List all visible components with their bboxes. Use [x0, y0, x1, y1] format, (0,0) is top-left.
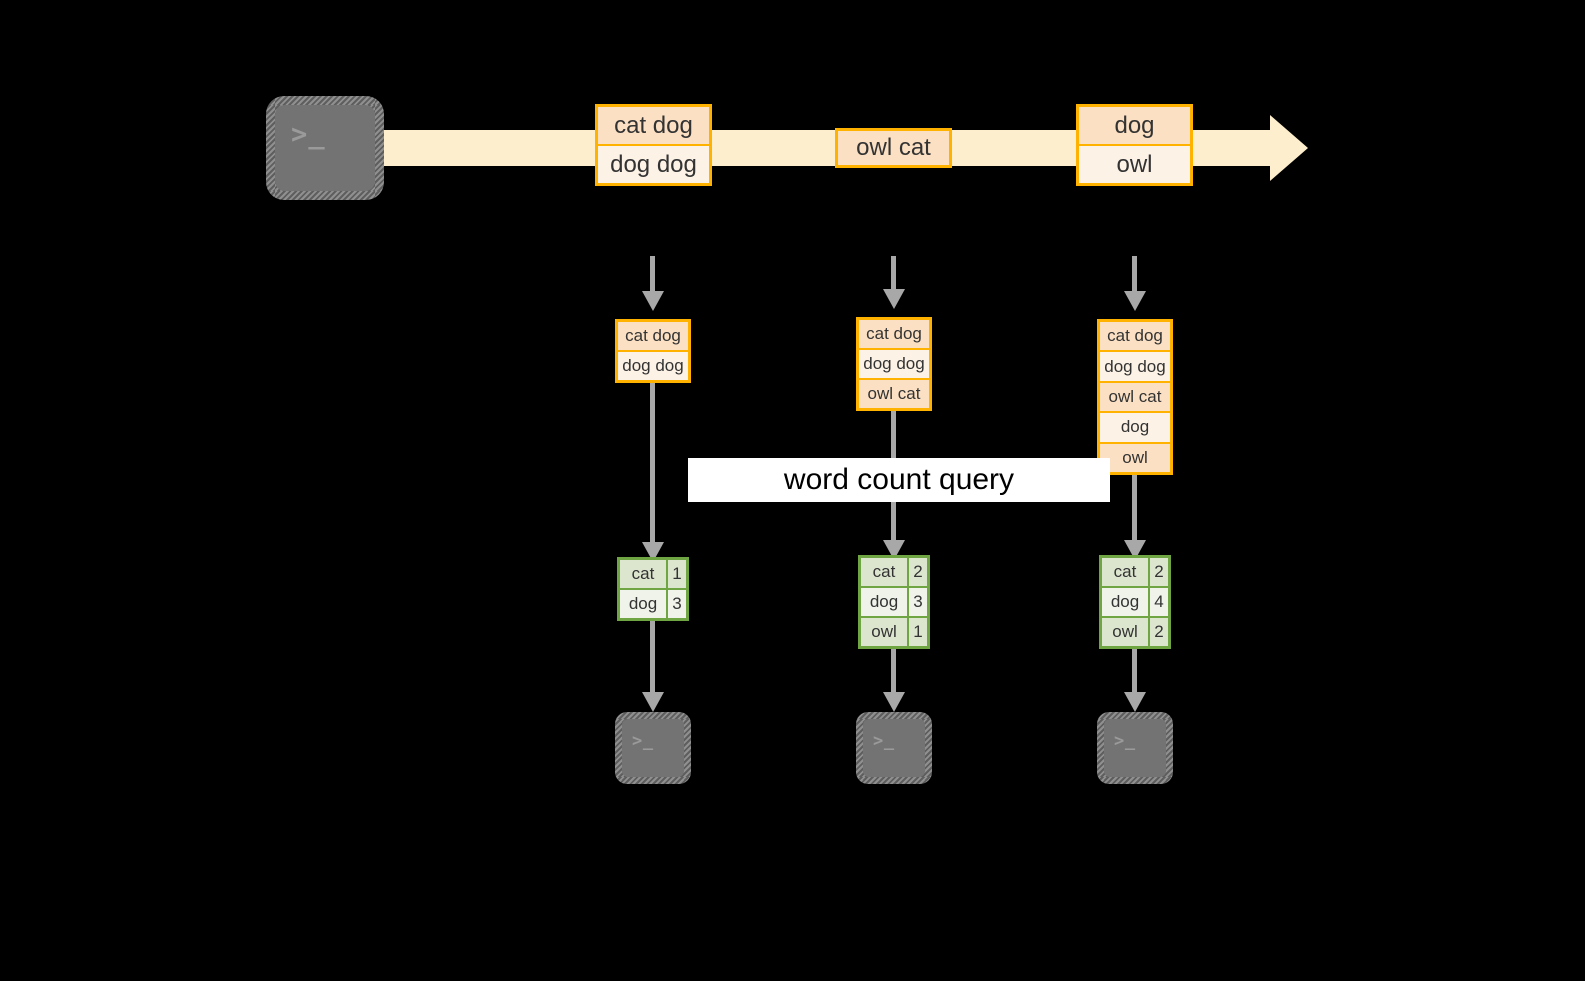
- terminal-face: [622, 719, 684, 777]
- table-row: owl 2: [1102, 616, 1168, 646]
- sink-terminal-icon-1[interactable]: >_: [615, 712, 691, 784]
- accumulated-record-line: dog dog: [859, 348, 929, 378]
- sink-connector-arrowhead-2: [883, 692, 905, 712]
- result-word: dog: [620, 590, 666, 618]
- accumulated-record-line: dog dog: [1100, 350, 1170, 381]
- result-count: 4: [1148, 588, 1168, 616]
- accumulated-record-line: cat dog: [1100, 322, 1170, 351]
- table-row: dog 3: [861, 586, 927, 616]
- accumulated-record-line: owl: [1100, 441, 1170, 473]
- accumulated-record-line: cat dog: [859, 320, 929, 348]
- result-word: owl: [861, 618, 907, 646]
- result-table-2[interactable]: cat 2 dog 3 owl 1: [858, 555, 930, 649]
- result-table-3[interactable]: cat 2 dog 4 owl 2: [1099, 555, 1171, 649]
- accumulated-record-line: cat dog: [618, 322, 688, 350]
- result-word: dog: [861, 588, 907, 616]
- stream-record-3[interactable]: dog owl: [1076, 104, 1193, 186]
- stream-record-line: owl cat: [838, 131, 949, 165]
- stream-record-line: cat dog: [598, 107, 709, 144]
- trigger-connector-2: [891, 256, 896, 290]
- stream-record-line: dog dog: [598, 144, 709, 183]
- terminal-prompt-glyph: >_: [291, 119, 326, 150]
- sink-terminal-icon-2[interactable]: >_: [856, 712, 932, 784]
- accumulated-record-line: dog dog: [618, 350, 688, 380]
- accumulated-records-3[interactable]: cat dog dog dog owl cat dog owl: [1097, 319, 1173, 475]
- accumulated-record-line: owl cat: [859, 378, 929, 408]
- accumulated-records-1[interactable]: cat dog dog dog: [615, 319, 691, 383]
- terminal-prompt-glyph: >_: [632, 731, 654, 751]
- trigger-connector-3: [1132, 256, 1137, 292]
- result-count: 2: [907, 558, 927, 586]
- accumulated-records-2[interactable]: cat dog dog dog owl cat: [856, 317, 932, 411]
- sink-connector-arrowhead-3: [1124, 692, 1146, 712]
- table-row: cat 2: [1102, 558, 1168, 586]
- table-row: cat 1: [620, 560, 686, 588]
- terminal-prompt-glyph: >_: [873, 731, 895, 751]
- query-label-text: word count query: [783, 463, 1015, 496]
- terminal-face: [275, 105, 375, 191]
- table-row: cat 2: [861, 558, 927, 586]
- result-count: 3: [907, 588, 927, 616]
- source-terminal-icon[interactable]: >_: [266, 96, 384, 200]
- result-word: owl: [1102, 618, 1148, 646]
- result-count: 2: [1148, 618, 1168, 646]
- query-connector-1: [650, 383, 655, 549]
- result-word: cat: [861, 558, 907, 586]
- sink-connector-1: [650, 621, 655, 695]
- result-count: 1: [666, 560, 686, 588]
- sink-connector-2: [891, 649, 896, 695]
- trigger-connector-1: [650, 256, 655, 292]
- sink-connector-arrowhead-1: [642, 692, 664, 712]
- stream-record-line: dog: [1079, 107, 1190, 144]
- table-row: dog 4: [1102, 586, 1168, 616]
- result-word: dog: [1102, 588, 1148, 616]
- stream-record-2[interactable]: owl cat: [835, 128, 952, 168]
- accumulated-record-line: dog: [1100, 411, 1170, 442]
- result-table-1[interactable]: cat 1 dog 3: [617, 557, 689, 621]
- sink-terminal-icon-3[interactable]: >_: [1097, 712, 1173, 784]
- trigger-connector-arrowhead-2: [883, 289, 905, 309]
- trigger-connector-arrowhead-3: [1124, 291, 1146, 311]
- result-count: 1: [907, 618, 927, 646]
- table-row: owl 1: [861, 616, 927, 646]
- terminal-prompt-glyph: >_: [1114, 731, 1136, 751]
- query-label-banner: word count query: [688, 458, 1110, 502]
- stream-arrowhead: [1270, 115, 1308, 181]
- stream-record-line: owl: [1079, 144, 1190, 183]
- sink-connector-3: [1132, 649, 1137, 695]
- stream-record-1[interactable]: cat dog dog dog: [595, 104, 712, 186]
- table-row: dog 3: [620, 588, 686, 618]
- result-count: 2: [1148, 558, 1168, 586]
- query-connector-3: [1132, 475, 1137, 547]
- result-word: cat: [620, 560, 666, 588]
- result-word: cat: [1102, 558, 1148, 586]
- terminal-face: [863, 719, 925, 777]
- trigger-connector-arrowhead-1: [642, 291, 664, 311]
- accumulated-record-line: owl cat: [1100, 380, 1170, 412]
- result-count: 3: [666, 590, 686, 618]
- terminal-face: [1104, 719, 1166, 777]
